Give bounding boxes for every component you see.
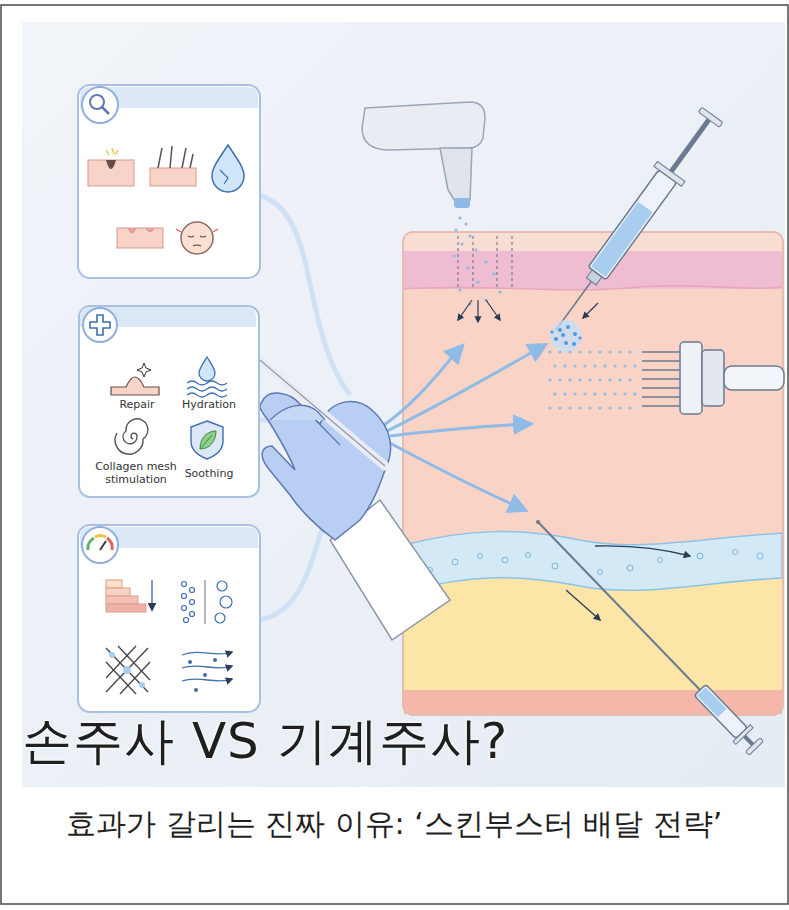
icon-label: Soothing: [164, 467, 254, 480]
icon-label: Hydration: [164, 398, 254, 411]
icon-label: Repair: [92, 398, 182, 411]
icon-label: Collagen mesh stimulation: [86, 460, 186, 486]
title: 손주사 VS 기계주사?: [22, 708, 508, 774]
caption: 효과가 갈리는 진짜 이유: ‘스킨부스터 배달 전략’: [66, 802, 722, 846]
icon-panel: RepairHydrationCollagen mesh stimulation…: [78, 305, 260, 498]
